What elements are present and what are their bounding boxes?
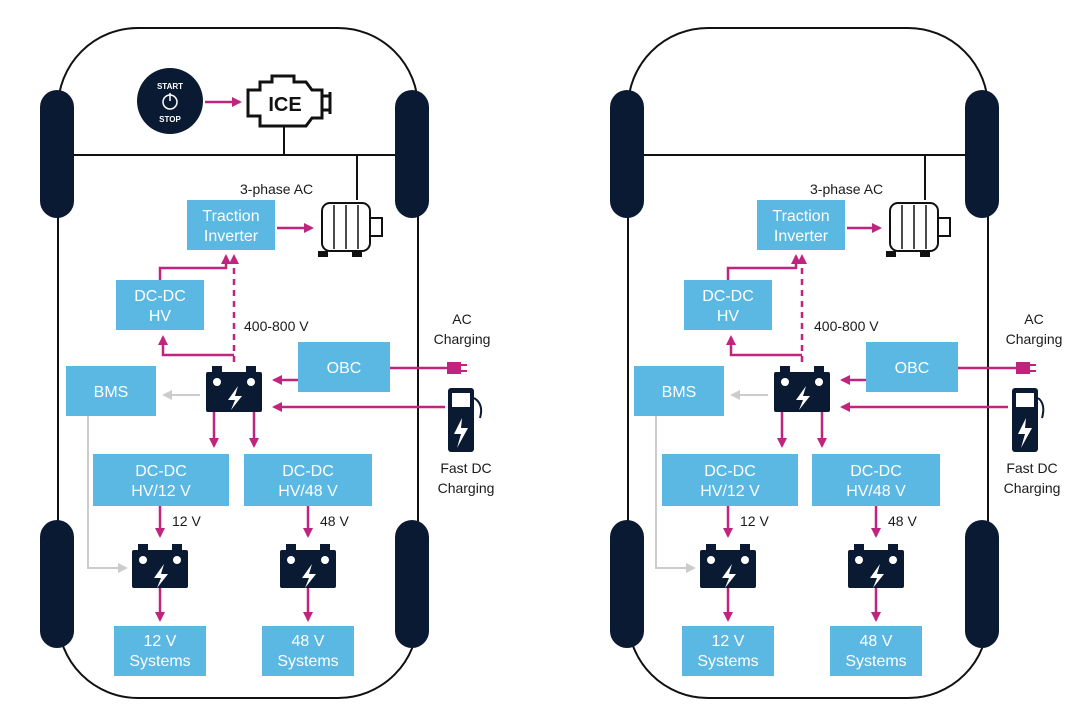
svg-text:HV/48 V: HV/48 V (846, 483, 906, 500)
wheel-rear-right-right (965, 520, 999, 648)
svg-text:48 V: 48 V (292, 633, 325, 650)
svg-text:Systems: Systems (277, 653, 338, 670)
motor-icon (318, 202, 383, 257)
svg-text:HV/48 V: HV/48 V (278, 483, 338, 500)
svg-text:Systems: Systems (697, 653, 758, 670)
battery-48v-icon (280, 544, 336, 588)
svg-text:OBC: OBC (895, 360, 930, 377)
svg-text:OBC: OBC (327, 360, 362, 377)
ac-plug-icon-right (1016, 362, 1036, 374)
arrow-dcdc-to-inverter (158, 254, 231, 280)
svg-text:Fast DC: Fast DC (440, 460, 491, 476)
svg-text:DC-DC: DC-DC (704, 463, 756, 480)
dcdc-48v-box (244, 454, 372, 506)
svg-text:Charging: Charging (1006, 331, 1063, 347)
hv-battery-icon (206, 366, 262, 412)
motor-icon-right (886, 202, 951, 257)
svg-text:DC-DC: DC-DC (850, 463, 902, 480)
svg-text:AC: AC (452, 311, 471, 327)
battery-12v-icon (132, 544, 188, 588)
svg-text:Inverter: Inverter (204, 228, 259, 245)
systems-48v-box-right (830, 626, 922, 676)
wheel-front-right (395, 90, 429, 218)
svg-text:START: START (157, 82, 183, 91)
left-diagram-hybrid: START STOP ICE 3-phase AC (40, 27, 495, 699)
svg-text:HV: HV (717, 308, 740, 325)
wheel-front-right-right (965, 90, 999, 218)
battery-12v-icon-right (700, 544, 756, 588)
car-body-outline (57, 27, 419, 699)
voltage-label: 400-800 V (244, 318, 309, 334)
arrow-battery-to-dcdc (158, 335, 234, 357)
three-phase-label-right: 3-phase AC (810, 181, 883, 197)
wheel-front-left (40, 90, 74, 218)
obc-box (298, 342, 390, 392)
svg-text:AC: AC (1024, 311, 1043, 327)
systems-48v-box (262, 626, 354, 676)
svg-text:BMS: BMS (662, 384, 697, 401)
svg-text:Charging: Charging (434, 331, 491, 347)
svg-text:DC-DC: DC-DC (135, 463, 187, 480)
arrow-dcdc-to-inverter-right (726, 254, 801, 280)
dcdc-12v-box (93, 454, 229, 506)
ice-label: ICE (268, 94, 301, 116)
wheel-front-left-right (610, 90, 644, 218)
signal-bms-to-12v-battery (87, 416, 128, 573)
svg-text:DC-DC: DC-DC (282, 463, 334, 480)
battery-48v-icon-right (848, 544, 904, 588)
start-stop-button: START STOP (137, 68, 203, 134)
svg-text:HV: HV (149, 308, 172, 325)
svg-text:48 V: 48 V (888, 513, 917, 529)
svg-text:STOP: STOP (159, 115, 181, 124)
svg-text:DC-DC: DC-DC (134, 288, 186, 305)
wheel-rear-left-right (610, 520, 644, 648)
svg-text:48 V: 48 V (860, 633, 893, 650)
dcdc-hv-box (116, 280, 204, 330)
svg-text:Charging: Charging (1004, 480, 1061, 496)
signal-bms-to-12v-battery-right (655, 416, 696, 573)
systems-12v-box (114, 626, 206, 676)
svg-text:BMS: BMS (94, 384, 129, 401)
svg-text:Traction: Traction (202, 208, 259, 225)
svg-text:HV/12 V: HV/12 V (131, 483, 191, 500)
dcdc-hv-box-right (684, 280, 772, 330)
traction-inverter-box-right (757, 200, 845, 250)
obc-box-right (866, 342, 958, 392)
dcdc-12v-box-right (662, 454, 798, 506)
svg-text:DC-DC: DC-DC (702, 288, 754, 305)
svg-text:48 V: 48 V (320, 513, 349, 529)
svg-text:12 V: 12 V (172, 513, 201, 529)
bms-box (66, 366, 156, 416)
svg-text:Charging: Charging (438, 480, 495, 496)
traction-inverter-box (187, 200, 275, 250)
wheel-rear-left (40, 520, 74, 648)
voltage-label-right: 400-800 V (814, 318, 879, 334)
ac-plug-icon (447, 362, 467, 374)
fast-charger-icon (448, 388, 483, 452)
right-diagram-bev: 3-phase AC Traction Inverter DC-DC HV 40… (610, 27, 1063, 699)
hv-battery-icon-right (774, 366, 830, 412)
svg-text:12 V: 12 V (712, 633, 745, 650)
svg-text:Traction: Traction (772, 208, 829, 225)
svg-text:Systems: Systems (129, 653, 190, 670)
fast-charger-icon-right (1012, 388, 1045, 452)
arrow-battery-to-dcdc-right (726, 335, 802, 357)
systems-12v-box-right (682, 626, 774, 676)
wheel-rear-right (395, 520, 429, 648)
svg-text:12 V: 12 V (740, 513, 769, 529)
power-icon (162, 93, 178, 110)
dcdc-48v-box-right (812, 454, 940, 506)
svg-text:HV/12 V: HV/12 V (700, 483, 760, 500)
three-phase-label: 3-phase AC (240, 181, 313, 197)
engine-icon: ICE (246, 74, 332, 128)
bms-box-right (634, 366, 724, 416)
car-body-outline-right (627, 27, 989, 699)
svg-text:Fast DC: Fast DC (1006, 460, 1057, 476)
svg-text:Systems: Systems (845, 653, 906, 670)
svg-text:12 V: 12 V (144, 633, 177, 650)
svg-text:Inverter: Inverter (774, 228, 829, 245)
